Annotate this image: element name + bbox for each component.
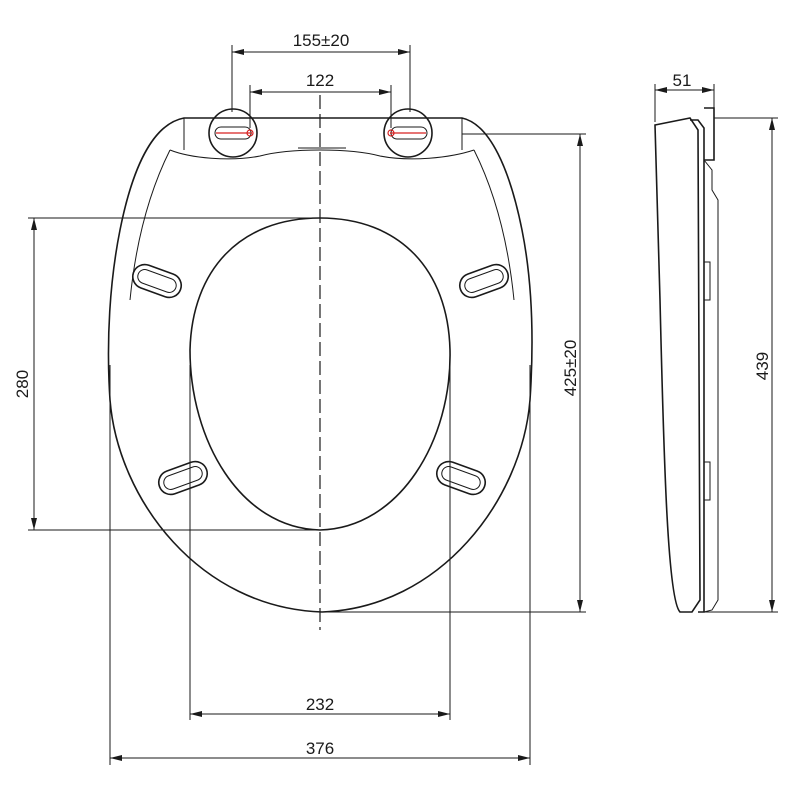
seat-inner-rim-right [473, 149, 515, 301]
buffer-top-right [458, 263, 510, 299]
buffer-top-left [131, 263, 183, 299]
hinge-bar-top [183, 118, 463, 150]
hinge-bar [169, 149, 475, 160]
dim-hinge-inner-spacing: 122 [306, 71, 334, 90]
profile-hinge-block [704, 107, 715, 161]
profile-seat [690, 119, 705, 613]
side-view [654, 107, 719, 613]
dim-profile-thickness: 51 [673, 71, 692, 90]
buffer-bottom-right [435, 460, 487, 496]
profile-lid [654, 117, 701, 613]
dim-seat-length: 425±20 [561, 340, 580, 397]
profile-buffers [704, 261, 711, 501]
hinge-right [383, 108, 433, 158]
dim-profile-height: 439 [753, 352, 772, 380]
buffer-bottom-left [157, 460, 209, 496]
profile-seat-edge [703, 159, 719, 613]
hinge-left [208, 108, 258, 158]
dim-inner-opening-width: 232 [306, 695, 334, 714]
dimension-lines [28, 45, 778, 765]
dim-hinge-outer-spacing: 155±20 [293, 31, 350, 50]
front-view [107, 95, 533, 630]
dim-inner-opening-length: 280 [13, 370, 32, 398]
dim-overall-width: 376 [306, 739, 334, 758]
